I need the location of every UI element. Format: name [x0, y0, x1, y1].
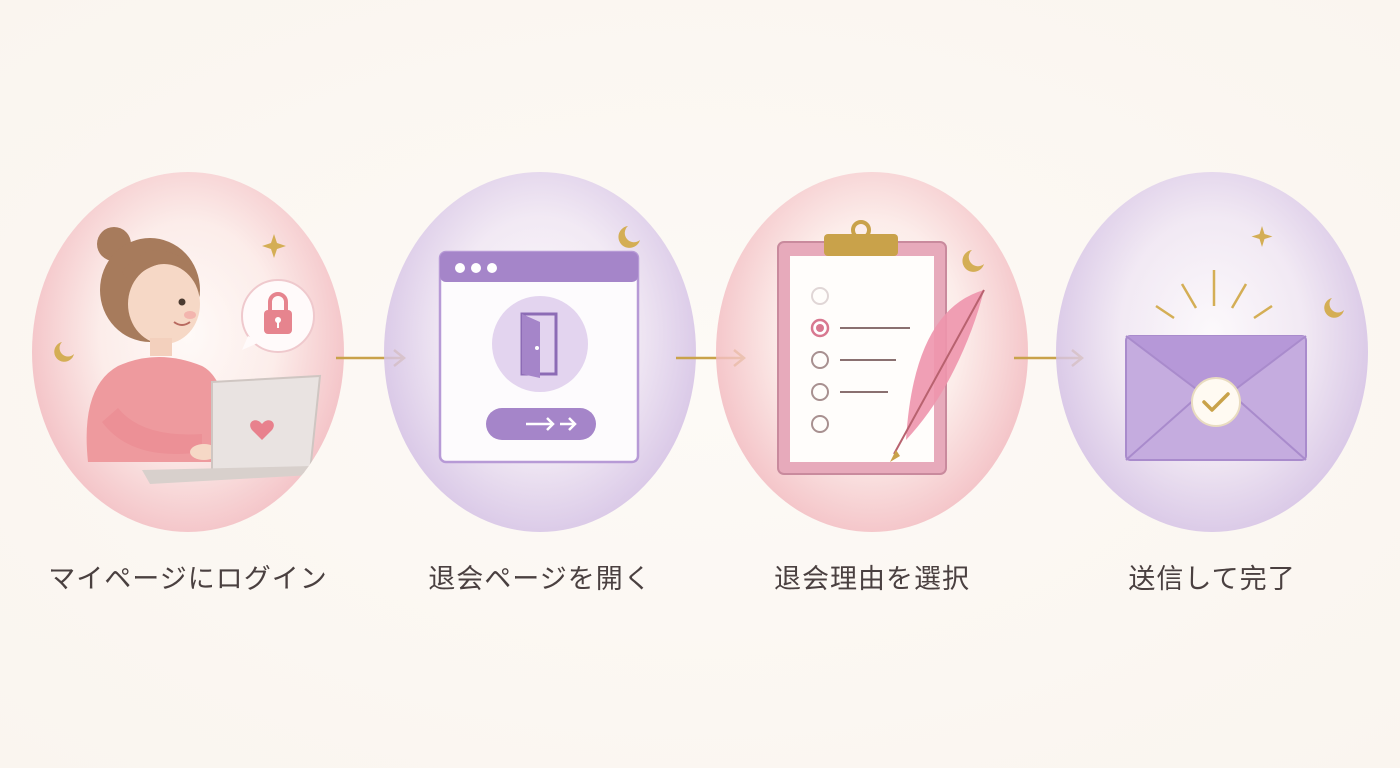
step-1-circle: [32, 172, 344, 532]
step-1-label: マイページにログイン: [48, 564, 328, 595]
lock-icon: [241, 279, 315, 353]
laptop-icon: [142, 374, 330, 484]
moon-icon: [962, 250, 984, 272]
radio-list-icon: [810, 287, 910, 433]
step-4-label: 送信して完了: [1128, 564, 1296, 595]
check-icon: [1191, 377, 1241, 427]
step-4-submit: 送信して完了: [1056, 172, 1368, 595]
step-4-circle: [1056, 172, 1368, 532]
step-1-login: マイページにログイン: [32, 172, 344, 595]
door-icon: [492, 296, 588, 392]
clipboard-icon: [777, 220, 947, 475]
woman-icon: [86, 227, 232, 462]
sparkle-icon: [1251, 226, 1344, 318]
moon-icon: [618, 226, 640, 248]
step-2-circle: [384, 172, 696, 532]
step-2-label: 退会ページを開く: [428, 564, 652, 595]
step-2-open-page: 退会ページを開く: [384, 172, 696, 595]
step-3-circle: [716, 172, 1028, 532]
feather-quill-icon: [890, 289, 985, 462]
arrow-button-icon: [486, 408, 596, 440]
sparkle-icon: [54, 234, 286, 362]
rays-icon: [1155, 270, 1273, 320]
step-3-select-reason: 退会理由を選択: [716, 172, 1028, 595]
step-3-label: 退会理由を選択: [774, 564, 970, 595]
